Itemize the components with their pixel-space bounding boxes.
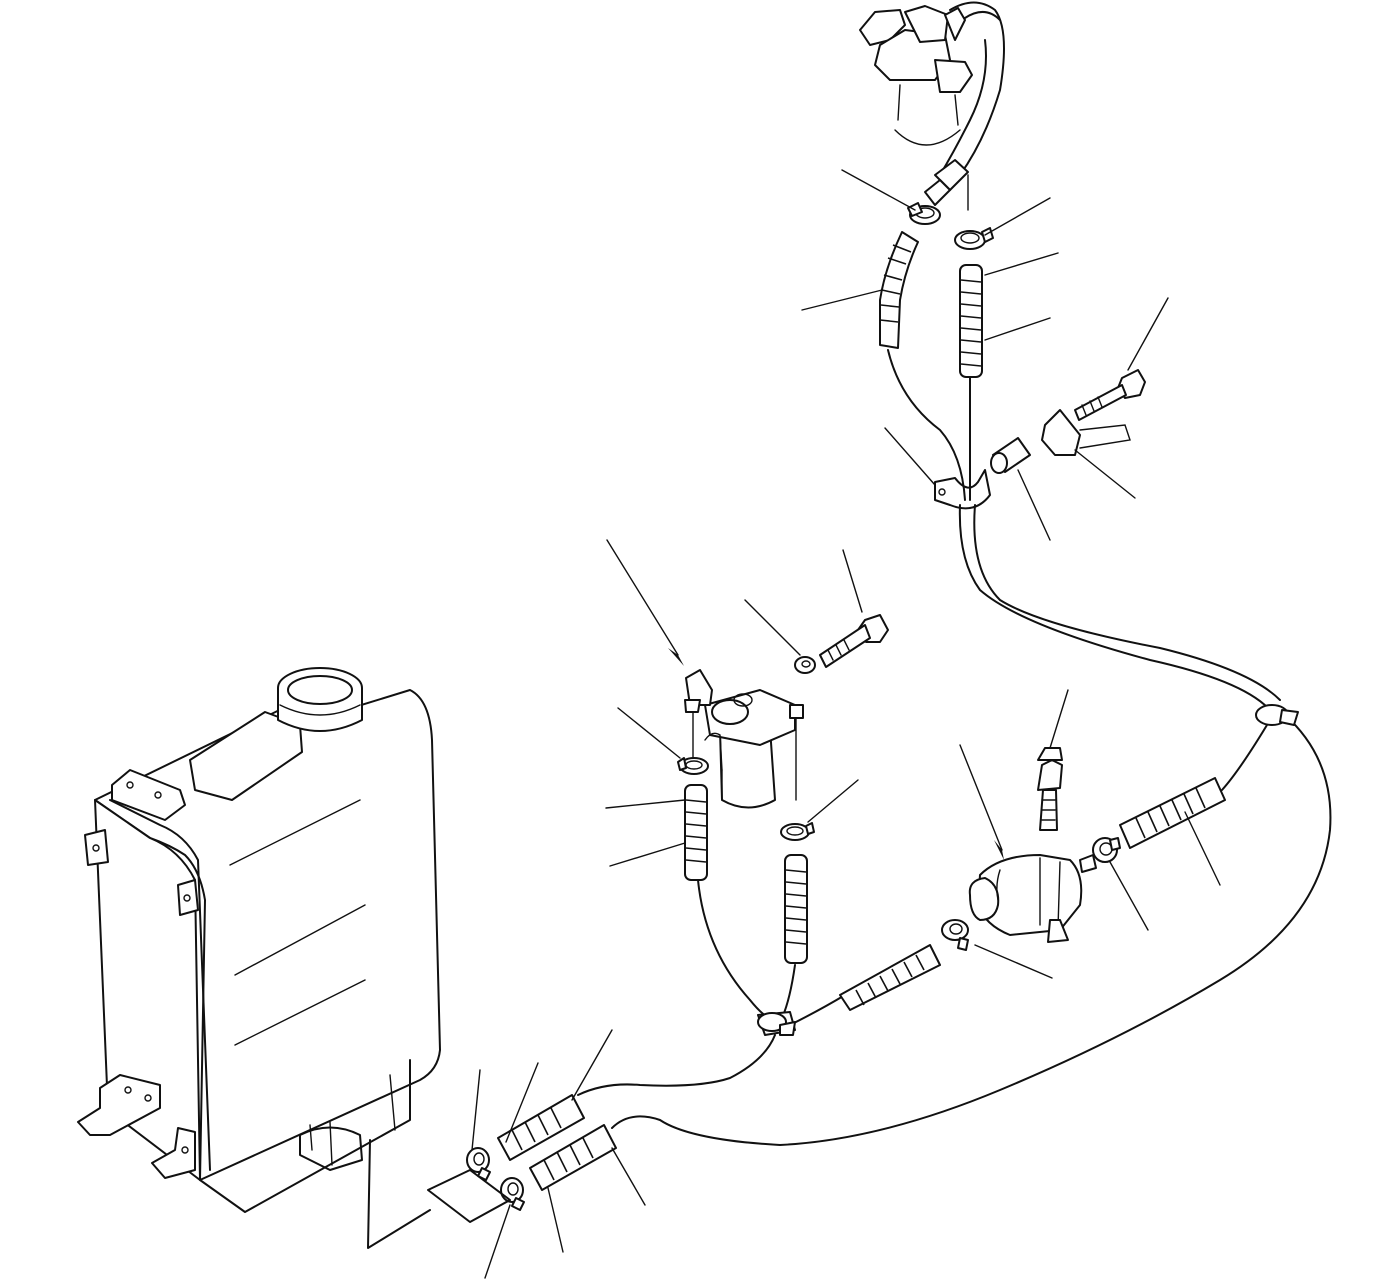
fuel-hose: [684, 784, 708, 881]
fuel-tank: [77, 667, 441, 1249]
mounting-bolt: [819, 614, 889, 668]
hose-clamp: [1092, 837, 1121, 863]
mounting-bolt: [1037, 747, 1063, 831]
fuel-hose: [1119, 777, 1226, 849]
upper-hose-assembly: [879, 202, 1146, 510]
fuel-hose: [529, 1124, 617, 1191]
hose-clamp: [677, 757, 709, 775]
injection-pump: [859, 1, 1005, 211]
washer: [794, 656, 816, 674]
mounting-bolt: [1074, 369, 1146, 421]
hose-clamp: [500, 1177, 525, 1211]
fuel-hose: [839, 944, 941, 1011]
fuel-hose: [497, 1094, 585, 1161]
fuel-hose: [879, 231, 919, 349]
hose-clamp: [941, 919, 969, 951]
clip: [1041, 409, 1131, 456]
hose-clamp: [1255, 704, 1299, 726]
hose-clamp: [780, 822, 815, 841]
fuel-pump: [968, 854, 1097, 943]
leader-lines: [471, 169, 1221, 1279]
hose-bracket: [934, 469, 991, 510]
fuel-hose: [784, 854, 808, 964]
hose-clamp: [907, 202, 941, 225]
fuel-filter: [684, 669, 804, 809]
hose-clamp: [954, 227, 994, 250]
fuel-hose: [959, 264, 983, 378]
hose-clamp: [757, 1011, 796, 1036]
spacer: [990, 437, 1031, 474]
